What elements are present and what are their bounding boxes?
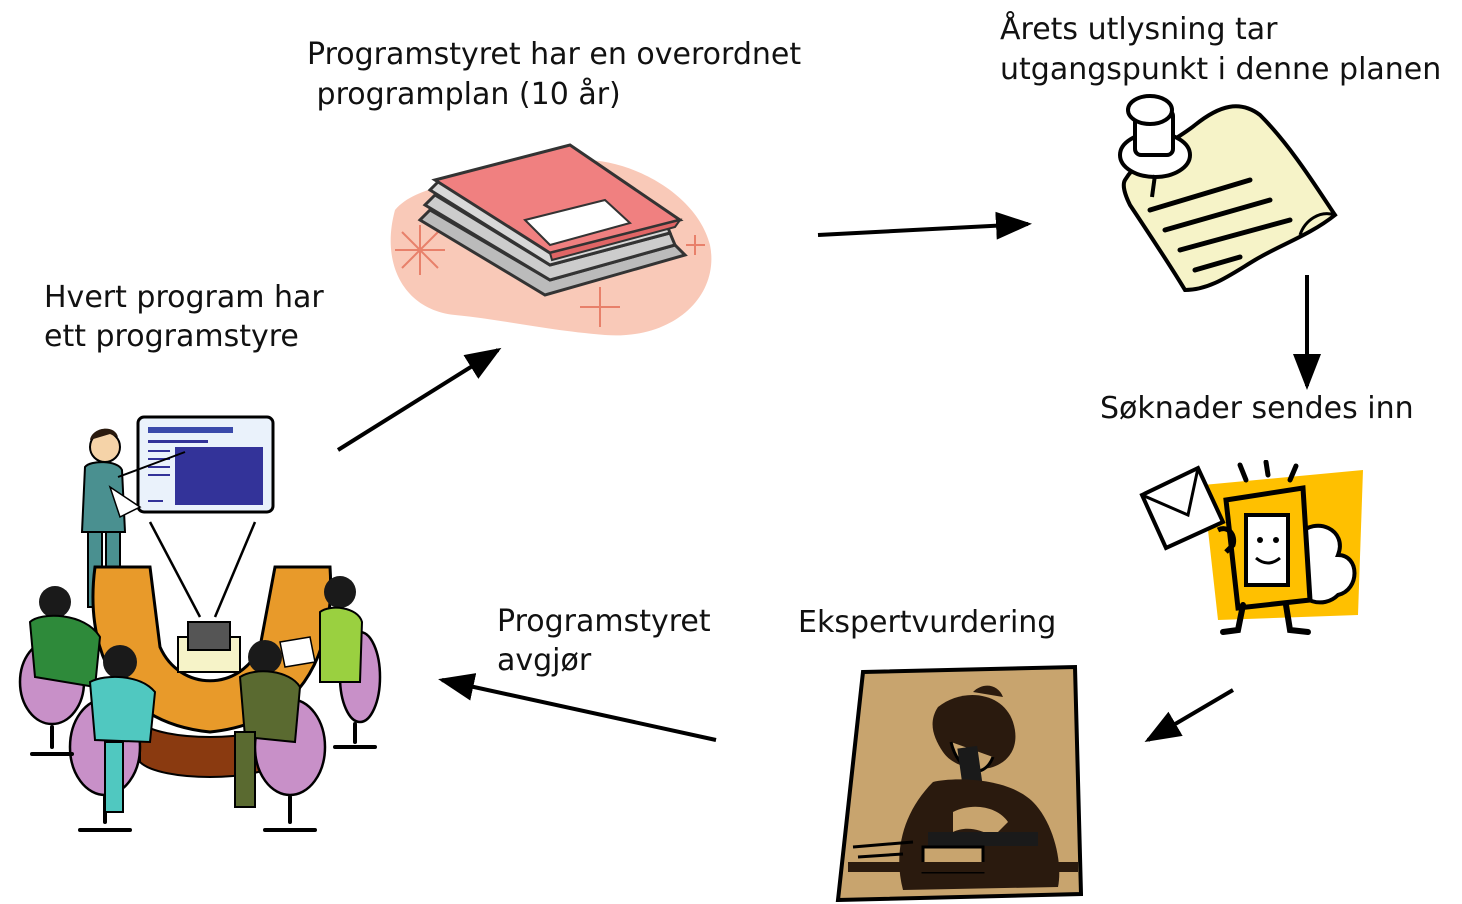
book-stack-icon	[390, 143, 712, 336]
call-label-line2: utgangspunkt i denne planen	[1000, 52, 1442, 87]
microscope-scientist-icon	[835, 664, 1083, 902]
expert-label: Ekspertvurdering	[798, 605, 1057, 640]
mail-computer-icon	[1139, 460, 1363, 635]
arrow-submit-to-expert	[1144, 688, 1235, 743]
arrow-board-to-plan	[336, 347, 502, 452]
plan-label-line2: programplan (10 år)	[307, 77, 621, 112]
board-label-line1: Hvert program har	[44, 280, 324, 315]
board-label-line2: ett programstyre	[44, 319, 299, 354]
meeting-presentation-icon	[18, 415, 382, 832]
submit-label: Søknader sendes inn	[1100, 391, 1414, 426]
call-label-line1: Årets utlysning tar	[1000, 12, 1278, 47]
pinned-note-icon	[1118, 94, 1338, 293]
arrow-plan-to-call	[817, 211, 1032, 240]
decide-label-line2: avgjør	[497, 643, 592, 678]
plan-label-line1: Programstyret har en overordnet	[307, 37, 802, 72]
arrow-expert-to-board	[438, 673, 717, 742]
decide-label-line1: Programstyret	[497, 604, 711, 639]
